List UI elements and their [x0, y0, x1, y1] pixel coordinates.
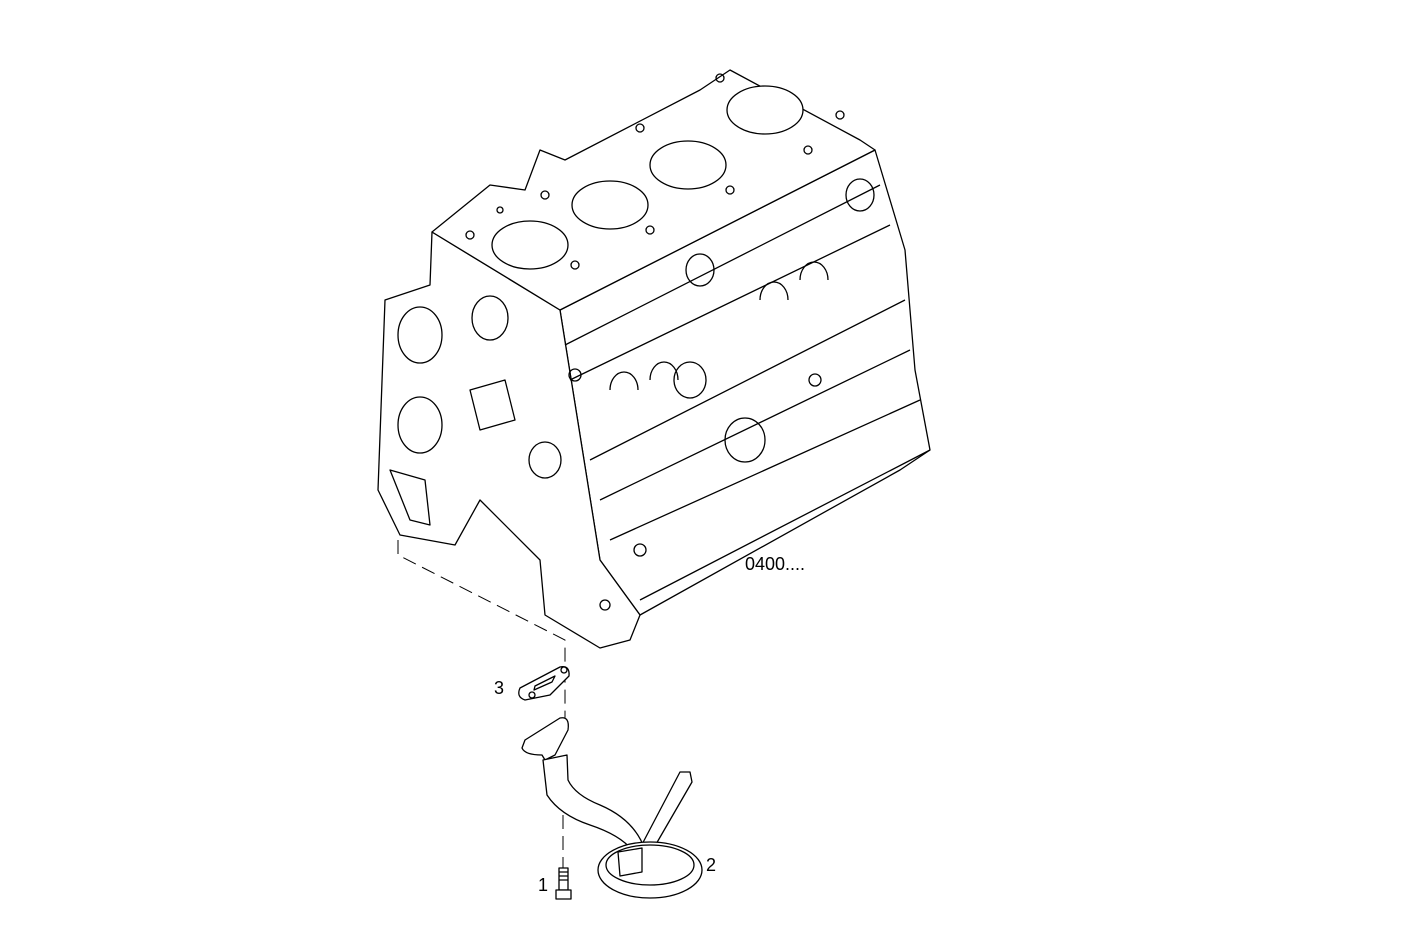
callout-2: 2 [706, 855, 717, 875]
engine-block [377, 69, 931, 649]
bolt-part-1 [555, 867, 572, 900]
cylinder-bore-2 [571, 180, 649, 230]
callout-3: 3 [494, 678, 505, 698]
oil-pickup-part-2 [521, 717, 703, 899]
cylinder-bore-1 [491, 220, 569, 270]
cylinder-bore-3 [649, 140, 727, 190]
cylinder-bore-4 [726, 85, 804, 135]
gasket-part-3 [518, 666, 570, 701]
assembly-reference-label: 0400.... [745, 554, 806, 574]
deck-holes [465, 73, 845, 270]
block-front-face [377, 231, 641, 649]
callout-1: 1 [538, 875, 549, 895]
